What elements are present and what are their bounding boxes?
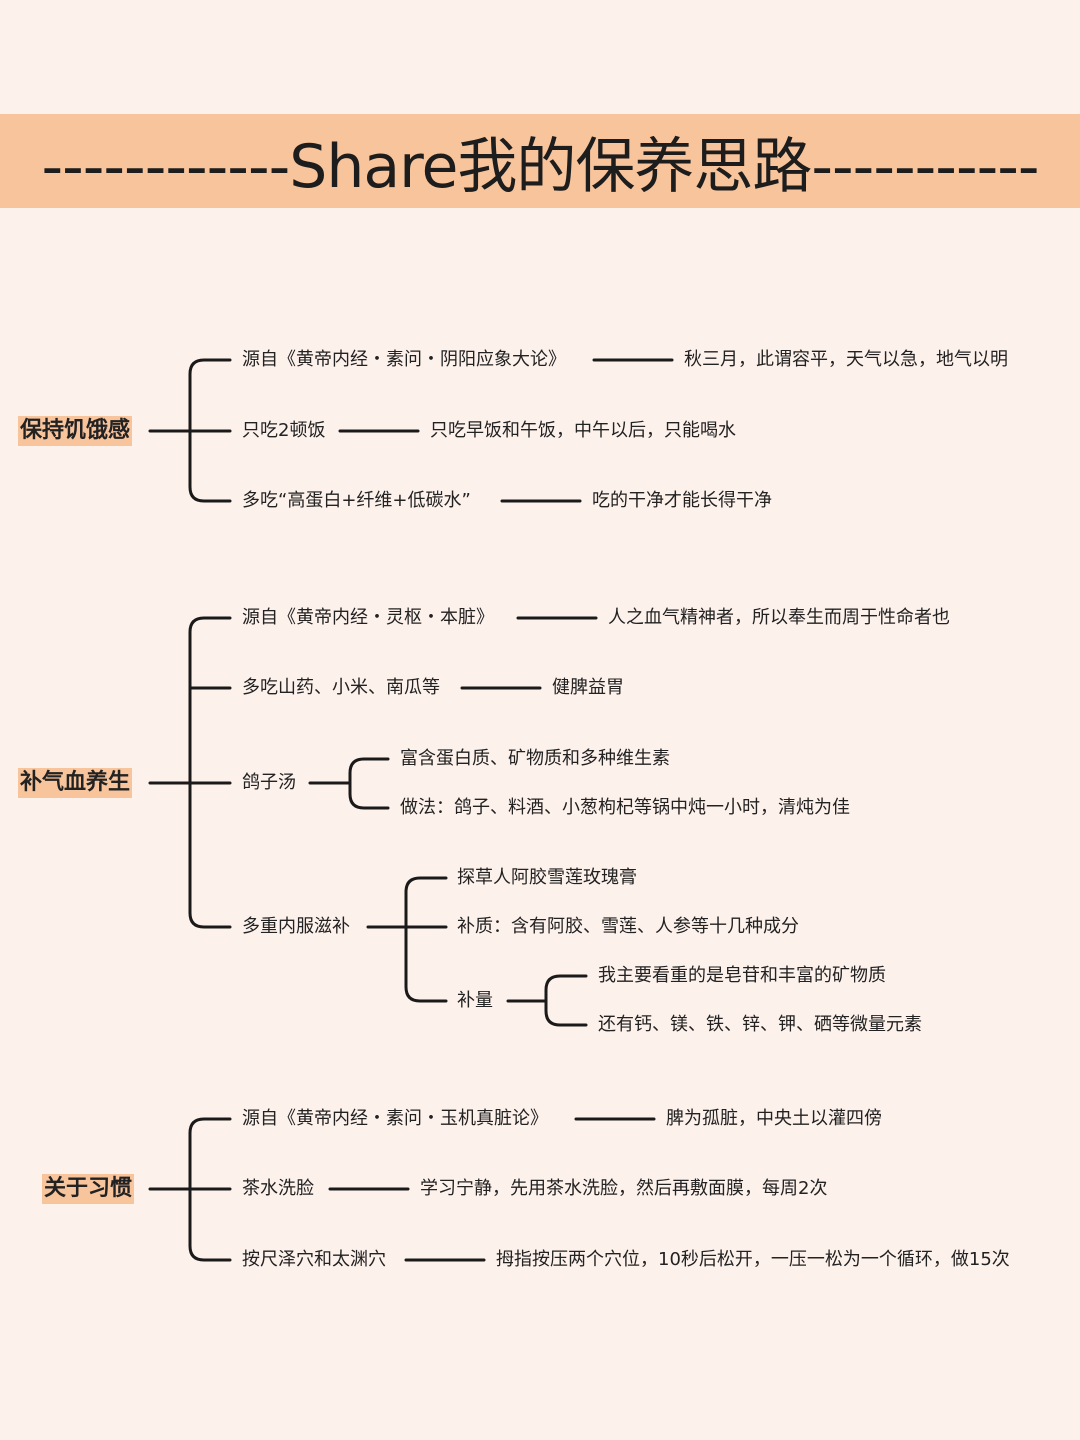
root-node-qi-blood: 补气血养生 bbox=[18, 768, 133, 798]
page-title: ------------Share我的保养思路----------- bbox=[41, 131, 1039, 202]
detail-node: 探草人阿胶雪莲玫瑰膏 bbox=[455, 866, 639, 890]
branch-node: 茶水洗脸 bbox=[240, 1177, 316, 1201]
detail-node: 脾为孤脏，中央土以灌四傍 bbox=[664, 1107, 884, 1131]
root-node-hunger: 保持饥饿感 bbox=[18, 416, 133, 446]
branch-node: 鸽子汤 bbox=[240, 771, 298, 795]
detail-node: 人之血气精神者，所以奉生而周于性命者也 bbox=[606, 606, 952, 630]
detail-node: 还有钙、镁、铁、锌、钾、硒等微量元素 bbox=[596, 1013, 924, 1037]
branch-node: 多吃山药、小米、南瓜等 bbox=[240, 676, 442, 700]
branch-node: 只吃2顿饭 bbox=[240, 419, 328, 443]
detail-node: 只吃早饭和午饭，中午以后，只能喝水 bbox=[428, 419, 738, 443]
branch-node: 多重内服滋补 bbox=[240, 915, 352, 939]
connector bbox=[404, 876, 448, 1003]
sub-branch-node: 补量 bbox=[455, 989, 495, 1013]
root-node-habits: 关于习惯 bbox=[42, 1174, 135, 1204]
detail-node: 我主要看重的是皂苷和丰富的矿物质 bbox=[596, 964, 888, 988]
detail-node: 健脾益胃 bbox=[550, 676, 626, 700]
title-banner: ------------Share我的保养思路----------- bbox=[0, 114, 1080, 208]
detail-node: 学习宁静，先用茶水洗脸，然后再敷面膜，每周2次 bbox=[418, 1177, 830, 1201]
branch-node: 按尺泽穴和太渊穴 bbox=[240, 1248, 388, 1272]
connector bbox=[544, 974, 588, 1027]
detail-node: 秋三月，此谓容平，天气以急，地气以明 bbox=[682, 348, 1010, 372]
connector bbox=[348, 757, 390, 810]
detail-node: 补质：含有阿胶、雪莲、人参等十几种成分 bbox=[455, 915, 801, 939]
detail-node: 吃的干净才能长得干净 bbox=[590, 489, 774, 513]
branch-node: 源自《黄帝内经・素问・阴阳应象大论》 bbox=[240, 348, 568, 372]
branch-node: 多吃“高蛋白+纤维+低碳水” bbox=[240, 489, 473, 513]
detail-node: 富含蛋白质、矿物质和多种维生素 bbox=[398, 747, 672, 771]
connector bbox=[188, 616, 232, 929]
branch-node: 源自《黄帝内经・素问・玉机真脏论》 bbox=[240, 1107, 550, 1131]
branch-node: 源自《黄帝内经・灵枢・本脏》 bbox=[240, 606, 496, 630]
detail-node: 做法：鸽子、料酒、小葱枸杞等锅中炖一小时，清炖为佳 bbox=[398, 796, 852, 820]
detail-node: 拇指按压两个穴位，10秒后松开，一压一松为一个循环，做15次 bbox=[494, 1248, 1012, 1272]
